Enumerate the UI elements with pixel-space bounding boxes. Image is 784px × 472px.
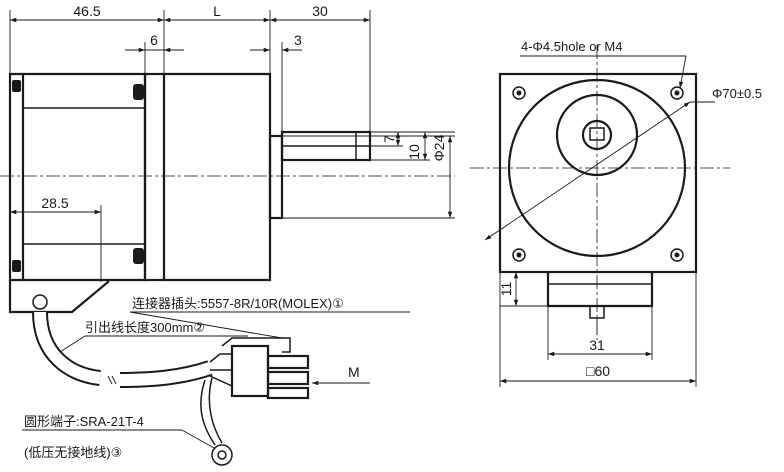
dim-terminal-height: 11 xyxy=(498,282,514,297)
cable-offset-dimension: 28.5 xyxy=(9,195,102,282)
dim-flange-thickness: 6 xyxy=(150,32,158,48)
note-lead-length: 引出线长度300mm② xyxy=(85,320,205,335)
dim-frame-size: □60 xyxy=(586,363,610,379)
mount-hole-tr xyxy=(674,90,680,96)
dim-shaft-length: 30 xyxy=(312,3,328,19)
dim-pilot-diameter: Φ24 xyxy=(431,134,447,161)
body-bolt-upper xyxy=(133,84,144,100)
note-terminal: 圆形端子:SRA-21T-4 xyxy=(24,414,144,429)
note-connector: 连接器插头:5557-8R/10R(MOLEX)① xyxy=(132,296,344,311)
top-dimensions: 46.5 L 30 6 3 xyxy=(9,3,371,132)
dim-pcd: Φ70±0.5 xyxy=(712,86,762,101)
direction-arrow: M xyxy=(312,364,370,386)
flange-plate xyxy=(143,72,166,282)
front-frame xyxy=(498,72,698,274)
dim-rear-length: 46.5 xyxy=(73,3,100,19)
dim-flat-width: 7 xyxy=(381,135,397,143)
cable-gland xyxy=(8,280,110,314)
cable-assembly xyxy=(32,311,310,466)
gear-head xyxy=(164,72,272,282)
mount-hole-bl xyxy=(516,252,522,258)
side-view xyxy=(0,72,455,314)
note-terminal-sub: (低压无接地线)③ xyxy=(24,445,122,460)
dim-mounting-holes: 4-Φ4.5hole or M4 xyxy=(521,39,622,54)
terminal-block xyxy=(546,272,654,308)
dim-terminal-width: 31 xyxy=(589,337,605,353)
mount-hole-tl xyxy=(516,90,522,96)
rear-end-cap xyxy=(8,72,25,282)
ring-terminal xyxy=(211,444,233,466)
dim-gear-length: L xyxy=(213,3,221,19)
shaft-dimensions: 7 10 Φ24 xyxy=(282,131,455,219)
dim-shaft-step: 3 xyxy=(294,32,302,48)
body-bolt-lower xyxy=(133,248,144,264)
notes: 连接器插头:5557-8R/10R(MOLEX)① 引出线长度300mm② 圆形… xyxy=(22,296,410,460)
dim-cable-offset: 28.5 xyxy=(41,195,68,211)
arrow-label: M xyxy=(348,364,360,380)
pilot xyxy=(268,134,284,220)
connector-housing xyxy=(230,344,270,398)
mount-hole-br xyxy=(674,252,680,258)
motor-body xyxy=(23,72,147,282)
front-dimensions: 4-Φ4.5hole or M4 Φ70±0.5 11 31 □60 xyxy=(484,39,762,387)
dim-shaft-diameter: 10 xyxy=(406,144,422,160)
